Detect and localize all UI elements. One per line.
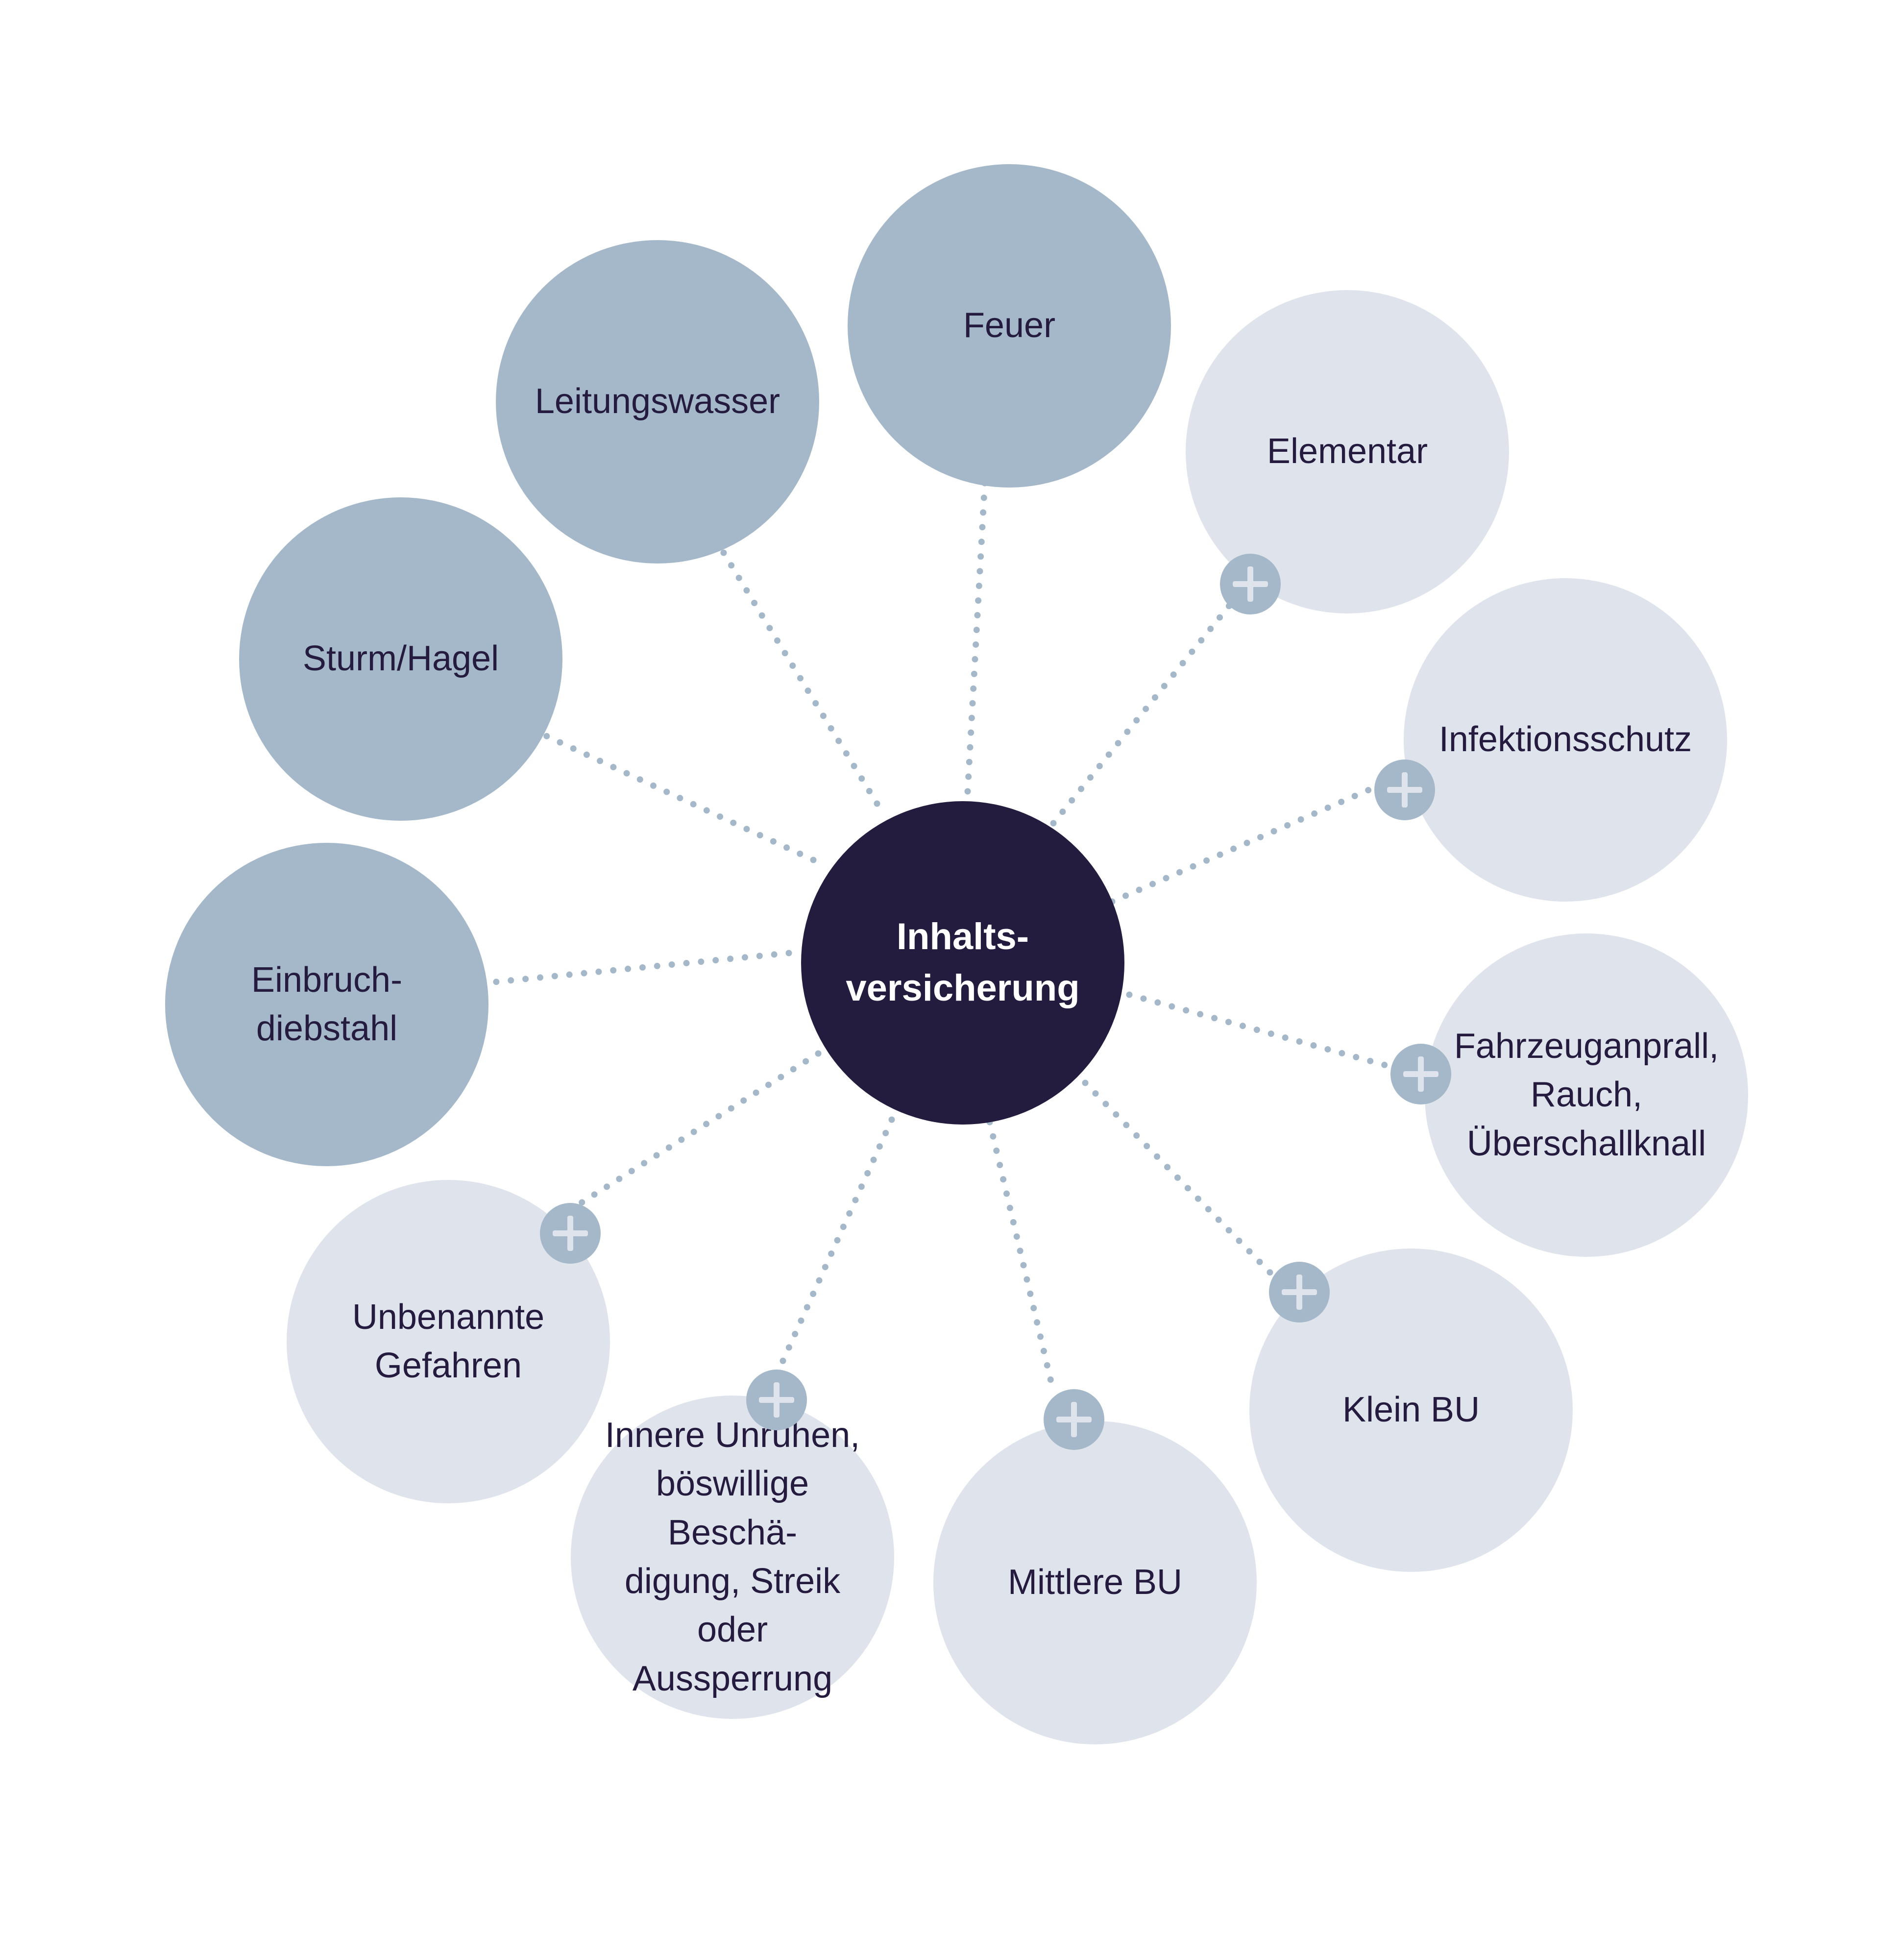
addon-label-fahrzeuganprall: Fahrzeuganprall, Rauch, Überschallknall	[1454, 1026, 1719, 1163]
center-node-inhaltsversicherung: Inhalts- versicherung	[801, 801, 1124, 1125]
addon-node-fahrzeuganprall: Fahrzeuganprall, Rauch, Überschallknall	[1425, 933, 1748, 1257]
addon-label-unbenannte-gefahren: Unbenannte Gefahren	[352, 1297, 545, 1385]
connector-line	[570, 1050, 822, 1211]
addon-label-mittlere-bu: Mittlere BU	[1007, 1563, 1183, 1602]
connector-line	[536, 729, 817, 863]
addon-node-klein-bu: Klein BU	[1249, 1249, 1573, 1572]
connector-line	[776, 1116, 895, 1373]
coverage-label-einbruchdiebstahl: Einbruch- diebstahl	[251, 960, 403, 1048]
coverage-node-leitungswasser: Leitungswasser	[496, 240, 819, 564]
connector-line	[1109, 783, 1380, 905]
connector-line	[1126, 991, 1400, 1072]
coverage-node-feuer: Feuer	[848, 164, 1171, 488]
connector-line	[1082, 1079, 1277, 1280]
plus-icon	[1044, 1389, 1104, 1450]
plus-icon	[1374, 760, 1435, 820]
coverage-node-sturm-hagel: Sturm/Hagel	[239, 497, 562, 821]
coverage-label-leitungswasser: Leitungswasser	[535, 382, 780, 421]
plus-icon	[1269, 1262, 1330, 1323]
connector-line	[487, 950, 792, 986]
addon-node-mittlere-bu: Mittlere BU	[933, 1421, 1257, 1744]
addon-label-innere-unruhen: Innere Unruhen, böswillige Beschä- digun…	[605, 1415, 860, 1698]
plus-icon	[1390, 1044, 1451, 1104]
plus-icon	[540, 1203, 601, 1264]
connector-line	[964, 479, 988, 795]
plus-icon	[1220, 554, 1281, 614]
coverage-label-feuer: Feuer	[963, 306, 1056, 345]
plus-icon	[746, 1370, 807, 1430]
addon-node-innere-unruhen: Innere Unruhen, böswillige Beschä- digun…	[571, 1396, 894, 1719]
coverage-node-einbruchdiebstahl: Einbruch- diebstahl	[165, 843, 488, 1166]
addon-label-infektionsschutz: Infektionsschutz	[1438, 720, 1692, 760]
addon-label-klein-bu: Klein BU	[1342, 1390, 1480, 1430]
coverage-label-sturm-hagel: Sturm/Hagel	[302, 639, 499, 679]
addon-label-elementar: Elementar	[1267, 432, 1428, 471]
center-label: Inhalts- versicherung	[846, 916, 1080, 1009]
connector-line	[986, 1119, 1057, 1395]
connector-line	[719, 548, 880, 807]
connector-line	[1050, 589, 1243, 827]
addon-node-infektionsschutz: Infektionsschutz	[1404, 578, 1727, 902]
